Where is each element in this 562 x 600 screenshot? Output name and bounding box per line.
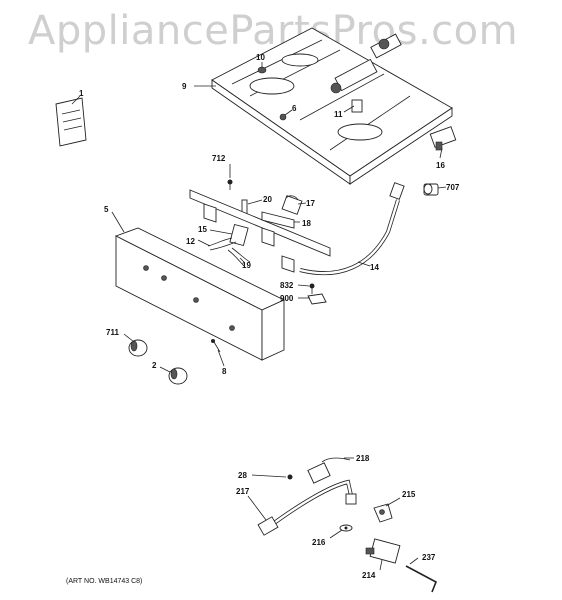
art-number: (ART NO. WB14743 C8) [66, 578, 143, 585]
part-712-screw[interactable] [227, 179, 233, 191]
part-6-screw[interactable] [279, 113, 287, 121]
label-28: 28 [238, 471, 247, 480]
part-16-switch[interactable] [429, 126, 457, 151]
part-707-cap[interactable] [423, 183, 439, 196]
part-217-tube[interactable] [257, 479, 357, 536]
label-11: 11 [334, 110, 343, 119]
part-900-clip[interactable] [307, 293, 327, 305]
part-14-gas-tube[interactable] [299, 182, 405, 276]
part-labels: 1 9 10 6 11 16 707 712 20 17 18 15 12 19… [79, 53, 460, 580]
part-17-switch[interactable] [281, 195, 303, 215]
part-19-harness[interactable] [227, 247, 251, 267]
part-214-valve[interactable] [365, 538, 401, 564]
part-12-wire[interactable] [207, 237, 237, 251]
part-18-bracket[interactable] [261, 211, 295, 229]
part-237-rod[interactable] [405, 565, 438, 593]
part-28-screw[interactable] [287, 474, 293, 480]
label-14: 14 [370, 263, 379, 272]
part-15-valve[interactable] [229, 223, 249, 247]
label-15: 15 [198, 225, 207, 234]
part-2-knob[interactable] [168, 367, 188, 385]
part-215-bracket[interactable] [373, 503, 393, 523]
part-1-manual[interactable] [55, 97, 87, 147]
label-5: 5 [104, 205, 109, 214]
label-8: 8 [222, 367, 227, 376]
label-712: 712 [212, 154, 226, 163]
label-17: 17 [306, 199, 315, 208]
label-1: 1 [79, 89, 84, 98]
leader-lines [71, 62, 447, 571]
label-214: 214 [362, 571, 376, 580]
label-711: 711 [106, 328, 119, 337]
label-2: 2 [152, 361, 157, 370]
part-832-screw[interactable] [309, 283, 315, 295]
label-707: 707 [446, 183, 460, 192]
part-216-washer[interactable] [339, 524, 353, 532]
label-16: 16 [436, 161, 445, 170]
tray-valves[interactable] [330, 33, 402, 94]
part-5-manifold-panel[interactable] [114, 227, 286, 361]
label-18: 18 [302, 219, 311, 228]
label-832: 832 [280, 281, 294, 290]
label-19: 19 [242, 261, 251, 270]
label-6: 6 [292, 104, 297, 113]
watermark: AppliancePartsPros.com [28, 8, 519, 54]
label-900: 900 [280, 294, 294, 303]
label-216: 216 [312, 538, 326, 547]
label-20: 20 [263, 195, 272, 204]
label-215: 215 [402, 490, 416, 499]
label-10: 10 [256, 53, 265, 62]
label-218: 218 [356, 454, 370, 463]
part-11-bracket[interactable] [351, 99, 363, 113]
label-237: 237 [422, 553, 436, 562]
label-9: 9 [182, 82, 187, 91]
part-711-knob[interactable] [128, 339, 148, 357]
burner-box-tray[interactable] [211, 27, 453, 185]
manifold-bracket[interactable] [189, 189, 331, 273]
part-8-screw[interactable] [211, 339, 221, 353]
label-217: 217 [236, 487, 250, 496]
part-218-igniter[interactable] [307, 457, 351, 484]
label-12: 12 [186, 237, 195, 246]
